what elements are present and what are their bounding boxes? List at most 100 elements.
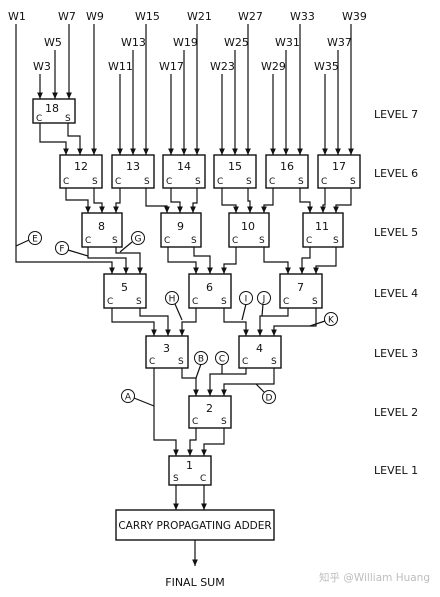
input-label: W31 [275,36,300,49]
adder-number: 16 [280,160,294,173]
adder-sum-label: S [92,177,98,187]
adder-6: 6 C S [188,273,232,309]
input-label: W17 [159,60,184,73]
adder-carry-label: C [232,236,238,246]
adder-1: 1 S C [168,455,212,486]
adder-sum-label: S [191,236,197,246]
adder-sum-label: S [112,236,118,246]
adder-carry-label: C [192,417,198,427]
marker-letter: J [262,295,266,305]
input-label: W5 [44,36,62,49]
adder-10: 10 C S [228,212,270,248]
level-label: LEVEL 2 [374,406,418,419]
adder-number: 6 [206,281,213,294]
adder-carry-label: C [321,177,327,187]
adder-carry-label: C [149,357,155,367]
adder-number: 1 [186,459,193,472]
marker-letter: K [328,316,335,326]
adder-number: 8 [98,220,105,233]
adder-sum-label: S [271,357,277,367]
adder-17: 17 C S [317,154,361,189]
adder-2: 2 C S [188,395,232,429]
adder-15: 15 C S [213,154,257,189]
input-label: W33 [290,10,315,23]
marker-j: J [257,291,271,317]
marker-letter: G [135,235,142,245]
marker-d: D [255,383,276,404]
adder-carry-label: C [217,177,223,187]
adder-number: 11 [315,220,329,233]
marker-k: K [309,312,338,327]
adder-carry-label: C [283,297,289,307]
adder-carry-label: C [242,357,248,367]
adder-sum-label: S [221,417,227,427]
input-label: W29 [261,60,286,73]
adder-number: 2 [206,402,213,415]
input-label: W23 [210,60,235,73]
input-label: W27 [238,10,263,23]
level-label: LEVEL 7 [374,108,418,121]
carry-propagating-adder: CARRY PROPAGATING ADDER [115,509,275,541]
adder-5: 5 C S [103,273,147,309]
input-label: W1 [8,10,26,23]
marker-letter: C [219,355,225,365]
input-label: W7 [58,10,76,23]
input-label: W39 [342,10,367,23]
marker-f: F [55,241,89,257]
input-label: W21 [187,10,212,23]
marker-i: I [239,291,253,321]
adder-sum-label: S [333,236,339,246]
input-label: W37 [327,36,352,49]
adder-number: 4 [256,342,263,355]
marker-letter: D [266,394,273,404]
adder-carry-label: C [200,474,206,484]
adder-sum-label: S [65,114,71,124]
adder-sum-label: S [350,177,356,187]
marker-letter: H [169,295,176,305]
adder-18: 18 C S [32,98,76,124]
adder-7: 7 C S [279,273,323,309]
adder-number: 3 [163,342,170,355]
adder-14: 14 C S [162,154,206,189]
watermark: 知乎 @William Huang [319,571,430,584]
adder-3: 3 C S [145,335,189,369]
adder-carry-label: C [63,177,69,187]
adder-carry-label: C [269,177,275,187]
input-label: W11 [108,60,133,73]
adder-number: 14 [177,160,191,173]
level-label: LEVEL 5 [374,226,418,239]
adder-sum-label: S [312,297,318,307]
adder-4: 4 C S [238,335,282,369]
marker-letter: A [125,393,132,403]
adder-number: 17 [332,160,346,173]
adder-number: 5 [121,281,128,294]
carry-sum-wires [39,123,352,566]
cpa-label: CARRY PROPAGATING ADDER [118,520,271,532]
adder-16: 16 C S [265,154,309,189]
input-label: W13 [121,36,146,49]
adder-sum-label: S [259,236,265,246]
adder-sum-label: S [221,297,227,307]
adder-sum-label: S [178,357,184,367]
marker-g: G [119,231,145,253]
adder-sum-label: S [136,297,142,307]
adder-number: 12 [74,160,88,173]
marker-e: E [15,231,42,247]
adder-number: 10 [241,220,255,233]
adder-carry-label: C [107,297,113,307]
adder-carry-label: C [192,297,198,307]
adder-8: 8 C S [81,212,123,248]
input-label: W19 [173,36,198,49]
level-label: LEVEL 6 [374,167,418,180]
adder-13: 13 C S [111,154,155,189]
adder-number: 9 [177,220,184,233]
final-sum-label: FINAL SUM [165,576,224,589]
adder-carry-label: C [306,236,312,246]
adder-carry-label: C [36,114,42,124]
input-wires [15,24,354,274]
marker-letter: B [198,355,204,365]
input-label: W25 [224,36,249,49]
input-label: W9 [86,10,104,23]
level-label: LEVEL 4 [374,287,418,300]
